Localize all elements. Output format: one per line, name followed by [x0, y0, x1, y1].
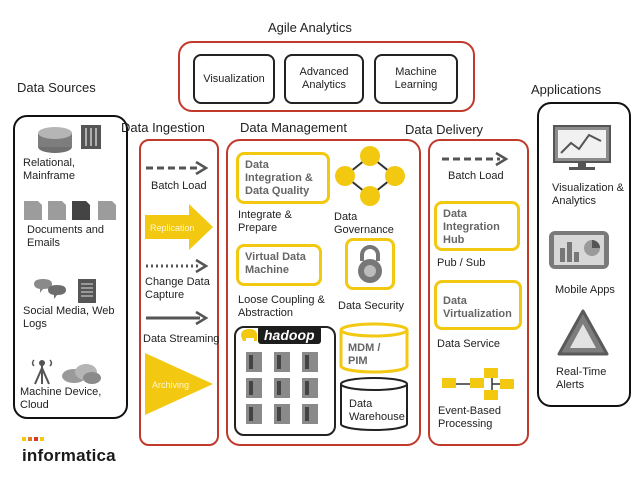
- advanced-analytics-box: Advanced Analytics: [284, 54, 364, 104]
- visualization-box: Visualization: [193, 54, 275, 104]
- ingestion-batch-load-label: Batch Load: [151, 180, 207, 192]
- hadoop-elephant-icon: [241, 329, 257, 341]
- event-processing-label: Event-Based Processing: [438, 405, 501, 430]
- applications-frame: [537, 102, 631, 407]
- machine-cloud-icon: [31, 359, 101, 385]
- security-frame: [345, 238, 395, 290]
- app-visualization-label: Visualization & Analytics: [552, 182, 624, 207]
- social-media-icon: [34, 279, 96, 303]
- source-relational-label: Relational, Mainframe: [23, 157, 75, 182]
- integrate-prepare-label: Integrate & Prepare: [238, 209, 292, 234]
- ingestion-archiving-label: Archiving: [152, 380, 190, 390]
- virtualization-box: Data Virtualization: [434, 280, 522, 330]
- cdc-arrow-icon: [146, 258, 209, 274]
- applications-title: Applications: [531, 82, 602, 97]
- mdm-cylinder-icon: [339, 322, 409, 374]
- ingestion-cdc-label: Change Data Capture: [145, 276, 210, 301]
- pubsub-label: Pub / Sub: [437, 257, 486, 269]
- source-social-label: Social Media, Web Logs: [23, 305, 115, 330]
- streaming-arrow-icon: [146, 310, 209, 326]
- app-mobile-label: Mobile Apps: [555, 284, 615, 296]
- alert-triangle-icon: [557, 309, 609, 356]
- informatica-logo-dots-icon: [22, 437, 44, 441]
- delivery-batch-arrow-icon: [442, 151, 509, 167]
- data-ingestion-title: Data Ingestion: [121, 120, 205, 135]
- hadoop-logo: hadoop: [258, 326, 321, 344]
- ingestion-streaming-label: Data Streaming: [143, 333, 220, 345]
- replication-arrow-icon: [145, 204, 213, 250]
- data-management-frame: [226, 139, 421, 446]
- governance-label: Data Governance: [334, 211, 394, 236]
- event-flow-icon: [442, 368, 514, 400]
- loose-coupling-label: Loose Coupling & Abstraction: [238, 294, 325, 319]
- vdm-box: Virtual Data Machine: [236, 244, 322, 286]
- delivery-batch-label: Batch Load: [448, 170, 504, 182]
- data-ingestion-frame: [139, 139, 219, 446]
- source-documents-label: Documents and Emails: [27, 224, 105, 249]
- ingestion-replication-label: Replication: [150, 223, 195, 233]
- batch-load-arrow-icon: [146, 160, 209, 176]
- hub-box: Data Integration Hub: [434, 201, 520, 251]
- agile-analytics-title: Agile Analytics: [268, 20, 352, 35]
- warehouse-cylinder-icon: [340, 377, 408, 431]
- governance-cycle-icon: [335, 146, 405, 206]
- data-management-title: Data Management: [240, 120, 347, 135]
- data-sources-title: Data Sources: [17, 80, 96, 95]
- data-delivery-frame: [428, 139, 529, 446]
- mdm-label: MDM / PIM: [348, 342, 381, 367]
- lock-icon: [358, 245, 382, 283]
- machine-learning-box: Machine Learning: [374, 54, 458, 104]
- server-cluster-icon: [246, 352, 318, 424]
- security-label: Data Security: [338, 300, 405, 312]
- data-sources-frame: [13, 115, 128, 419]
- dq-box: Data Integration & Data Quality: [236, 152, 330, 204]
- data-service-label: Data Service: [437, 338, 500, 350]
- mobile-app-icon: [549, 231, 609, 269]
- monitor-chart-icon: [553, 125, 611, 170]
- informatica-logo: informatica: [22, 446, 116, 465]
- warehouse-label: Data Warehouse: [349, 398, 405, 423]
- server-rack-icon: [81, 125, 101, 149]
- app-alerts-label: Real-Time Alerts: [556, 366, 607, 391]
- data-delivery-title: Data Delivery: [405, 122, 484, 137]
- database-icon: [38, 127, 72, 153]
- documents-icon: [24, 201, 116, 220]
- agile-analytics-frame: [178, 41, 475, 112]
- source-machine-label: Machine Device, Cloud: [20, 386, 102, 411]
- archiving-triangle-icon: [145, 353, 213, 415]
